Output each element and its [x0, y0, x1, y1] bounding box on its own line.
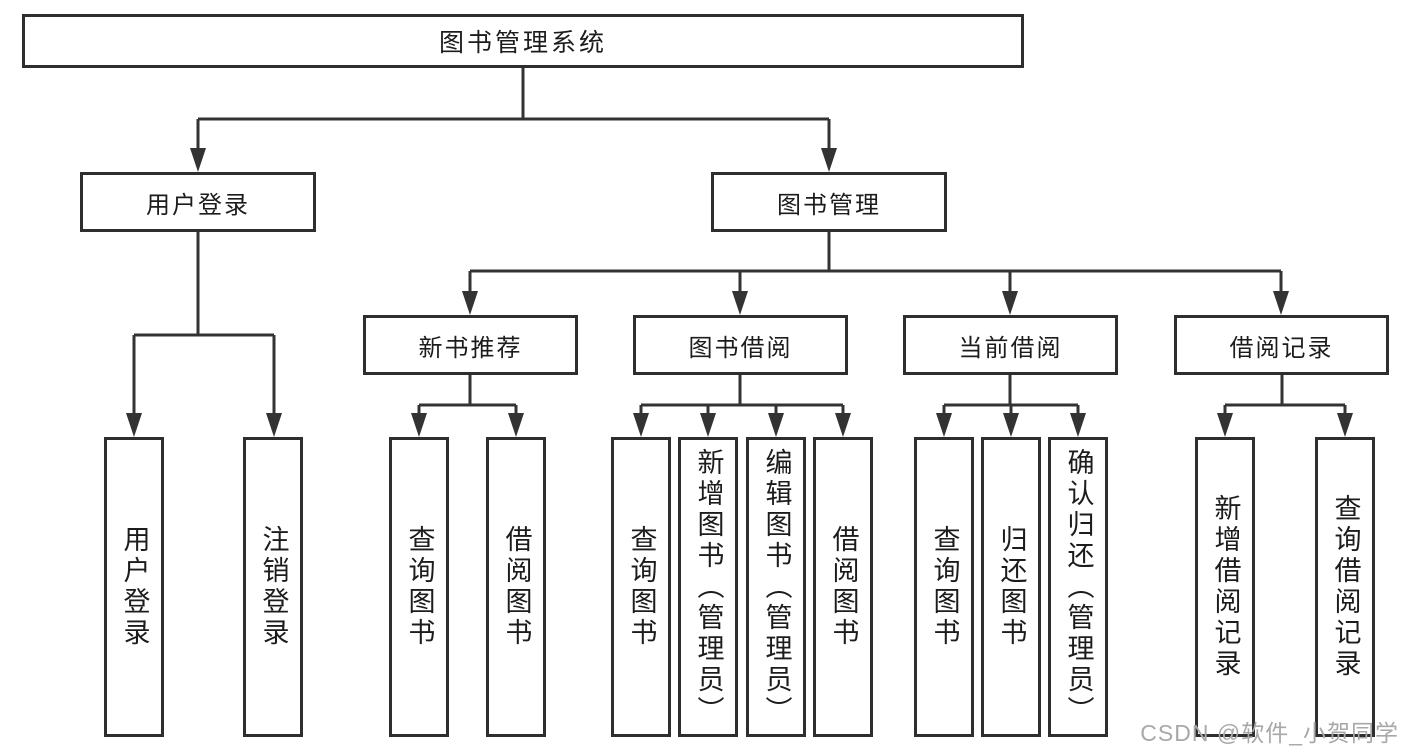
leaf-query-borrow-record: 查询借阅记录 — [1315, 437, 1375, 737]
leaf-borrow-books-recommend: 借阅图书 — [486, 437, 546, 737]
node-new-book-recommend: 新书推荐 — [363, 315, 578, 375]
node-borrowing-records: 借阅记录 — [1174, 315, 1389, 375]
node-root-library-system: 图书管理系统 — [22, 14, 1024, 68]
leaf-borrow-books-borrowing: 借阅图书 — [813, 437, 873, 737]
arrowhead-group — [126, 148, 1353, 437]
node-current-borrowing: 当前借阅 — [903, 315, 1118, 375]
leaf-query-books-borrowing: 查询图书 — [611, 437, 671, 737]
node-book-borrowing: 图书借阅 — [633, 315, 848, 375]
leaf-user-login: 用户登录 — [104, 437, 164, 737]
leaf-return-book: 归还图书 — [981, 437, 1041, 737]
node-book-management: 图书管理 — [711, 172, 947, 232]
leaf-add-borrow-record: 新增借阅记录 — [1195, 437, 1255, 737]
leaf-add-book-admin: 新增图书（管理员） — [678, 437, 738, 737]
leaf-logout: 注销登录 — [243, 437, 303, 737]
node-user-login: 用户登录 — [80, 172, 316, 232]
watermark: CSDN @软件_小贺同学 — [1140, 720, 1399, 746]
leaf-confirm-return-admin: 确认归还（管理员） — [1048, 437, 1108, 737]
leaf-edit-book-admin: 编辑图书（管理员） — [746, 437, 806, 737]
leaf-query-books-recommend: 查询图书 — [389, 437, 449, 737]
leaf-query-books-current: 查询图书 — [914, 437, 974, 737]
